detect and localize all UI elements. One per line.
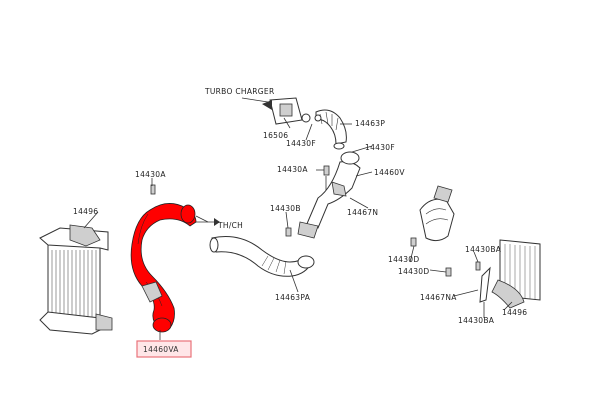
label-14430BA-a: 14430BA — [465, 245, 502, 254]
label-14430BA-b: 14430BA — [458, 316, 495, 325]
label-14463PA: 14463PA — [275, 293, 311, 302]
pipe-14463PA — [209, 236, 315, 277]
label-14460VA: 14460VA — [143, 345, 179, 354]
label-14460V: 14460V — [374, 168, 405, 177]
highlight-box — [136, 340, 192, 358]
label-14496-a: 14496 — [73, 207, 98, 216]
label-14430A-a: 14430A — [277, 165, 308, 174]
label-16506: 16506 — [263, 131, 288, 140]
pipe-14463P — [315, 109, 347, 145]
label-14430F-b: 14430F — [365, 143, 395, 152]
intercooler-left — [39, 224, 113, 335]
label-14467N: 14467N — [347, 208, 378, 217]
label-14430A-b: 14430A — [135, 170, 166, 179]
label-14430D-a: 14430D — [388, 255, 419, 264]
highlighted-hose-14460VA — [130, 203, 197, 333]
leader-lines — [83, 97, 513, 340]
pipe-14460V — [297, 151, 361, 239]
label-th-ch: TH/CH — [217, 221, 243, 230]
label-14430D-b: 14430D — [398, 267, 429, 276]
label-14496-b: 14496 — [502, 308, 527, 317]
part-16506 — [262, 97, 303, 125]
label-14463P: 14463P — [355, 119, 385, 128]
label-14467NA: 14467NA — [420, 293, 457, 302]
clamps — [150, 113, 481, 277]
label-14430B: 14430B — [270, 204, 301, 213]
intercooler-right — [419, 185, 541, 309]
label-14430F-a: 14430F — [286, 139, 316, 148]
label-turbo-charger: TURBO CHARGER — [204, 87, 274, 96]
th-ch-arrow — [196, 218, 220, 226]
